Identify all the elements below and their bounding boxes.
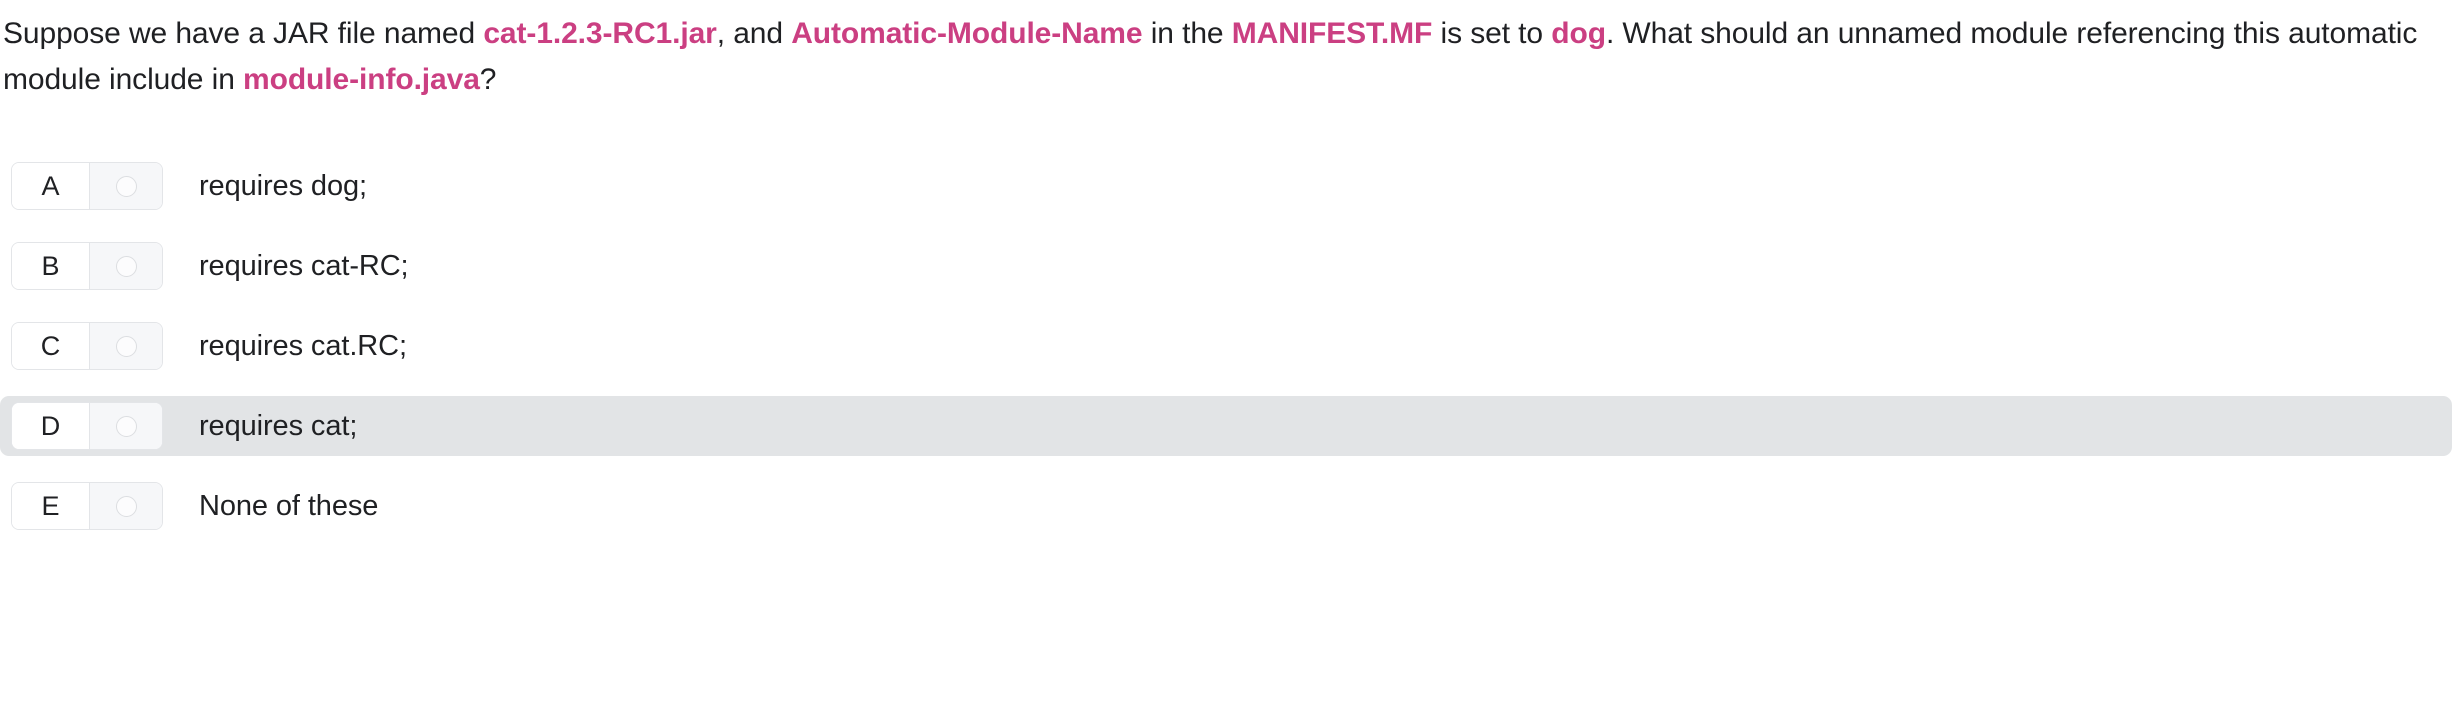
- answer-option-e-text: None of these: [199, 489, 379, 522]
- answer-option-e-control[interactable]: E: [11, 482, 163, 530]
- answer-option-c-radio-cell[interactable]: [90, 323, 162, 369]
- answer-option-e[interactable]: E None of these: [0, 476, 2452, 536]
- question-stem: Suppose we have a JAR file named cat-1.2…: [3, 11, 2423, 103]
- answer-option-b-letter: B: [12, 243, 90, 289]
- answer-option-e-radio-cell[interactable]: [90, 483, 162, 529]
- radio-button-icon[interactable]: [115, 495, 137, 517]
- answer-option-d[interactable]: D requires cat;: [0, 396, 2452, 456]
- answer-option-b[interactable]: B requires cat-RC;: [0, 236, 2452, 296]
- answer-option-a-text: requires dog;: [199, 169, 367, 202]
- answer-option-d-control[interactable]: D: [11, 402, 163, 450]
- answer-option-c[interactable]: C requires cat.RC;: [0, 316, 2452, 376]
- question-text-part-4: is set to: [1432, 17, 1552, 50]
- question-text-part-6: ?: [479, 63, 497, 96]
- question-text-part-2: , and: [716, 17, 792, 50]
- answer-option-b-radio-cell[interactable]: [90, 243, 162, 289]
- radio-button-icon[interactable]: [115, 175, 137, 197]
- answer-option-b-control[interactable]: B: [11, 242, 163, 290]
- option-spacer: [0, 456, 2452, 476]
- answer-option-c-control[interactable]: C: [11, 322, 163, 370]
- answer-option-d-radio-cell[interactable]: [90, 403, 162, 449]
- radio-button-icon[interactable]: [115, 335, 137, 357]
- question-text-part-1: Suppose we have a JAR file named: [3, 17, 484, 50]
- question-code-manifest: MANIFEST.MF: [1231, 17, 1433, 50]
- radio-button-icon[interactable]: [115, 255, 137, 277]
- answer-option-a-radio-cell[interactable]: [90, 163, 162, 209]
- answer-option-c-letter: C: [12, 323, 90, 369]
- answer-option-b-text: requires cat-RC;: [199, 249, 409, 282]
- question-code-dog: dog: [1551, 17, 1606, 50]
- question-code-automatic-module-name: Automatic-Module-Name: [791, 17, 1143, 50]
- question-text-part-5: . What should an unnamed module referenc…: [3, 17, 2418, 96]
- question-code-module-info: module-info.java: [243, 63, 480, 96]
- answer-option-e-letter: E: [12, 483, 90, 529]
- radio-button-icon[interactable]: [115, 415, 137, 437]
- question-code-jar-file: cat-1.2.3-RC1.jar: [483, 17, 717, 50]
- answer-option-a-letter: A: [12, 163, 90, 209]
- answer-option-d-letter: D: [12, 403, 90, 449]
- answer-option-d-text: requires cat;: [199, 409, 358, 442]
- option-spacer: [0, 376, 2452, 396]
- answer-option-a[interactable]: A requires dog;: [0, 156, 2452, 216]
- answer-option-a-control[interactable]: A: [11, 162, 163, 210]
- option-spacer: [0, 296, 2452, 316]
- answer-option-c-text: requires cat.RC;: [199, 329, 407, 362]
- answer-options-list: A requires dog; B requires cat-RC; C: [0, 156, 2452, 536]
- option-spacer: [0, 216, 2452, 236]
- question-text-part-3: in the: [1142, 17, 1232, 50]
